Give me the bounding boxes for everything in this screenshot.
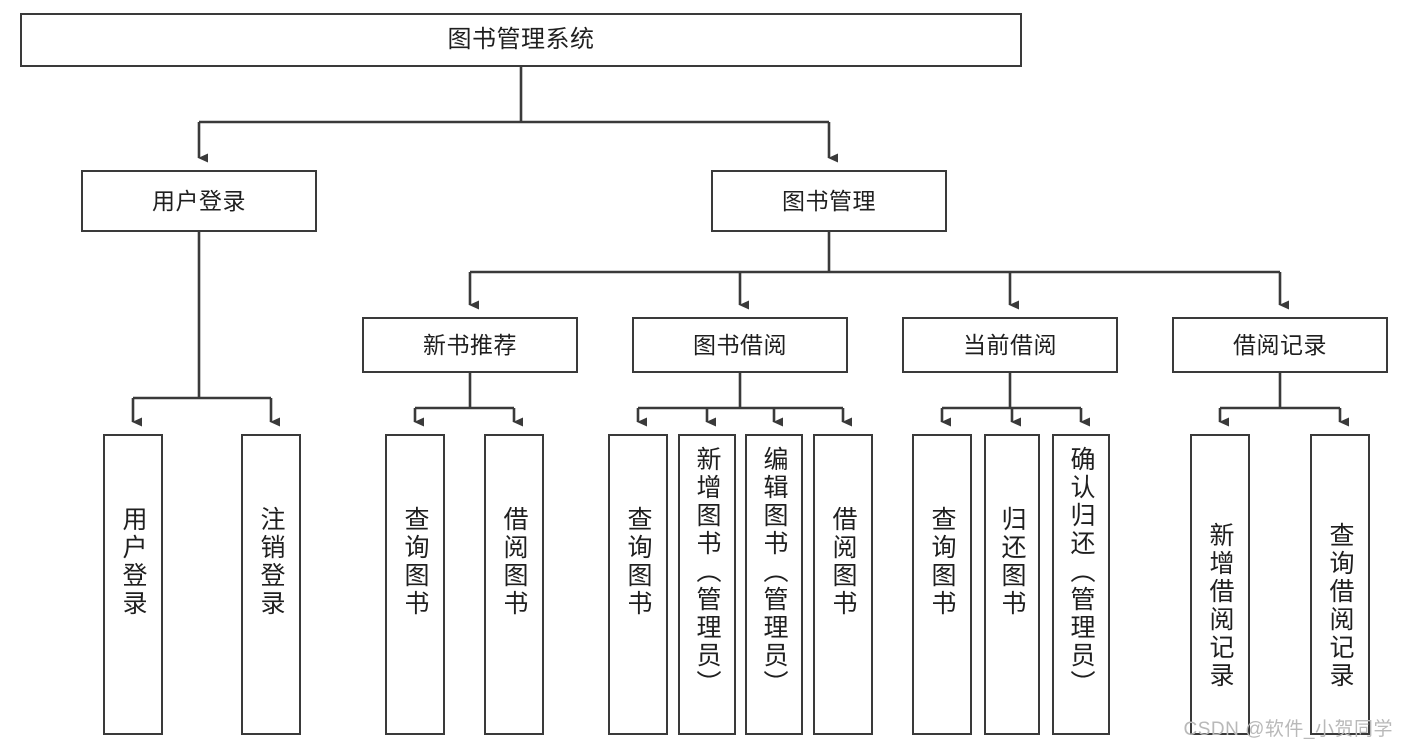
node-book-manage-label: 图书管理 (782, 187, 876, 214)
node-user-login[interactable]: 用户登录 (81, 170, 317, 232)
node-leaf-borrow-book-label: 借阅图书 (829, 506, 857, 618)
node-leaf-borrow-book-rec-label: 借阅图书 (500, 506, 528, 618)
node-leaf-query-record[interactable]: 查询借阅记录 (1310, 434, 1370, 735)
node-leaf-return-book-label: 归还图书 (998, 506, 1026, 618)
node-leaf-query-book-rec-label: 查询图书 (401, 506, 429, 618)
node-borrow-record[interactable]: 借阅记录 (1172, 317, 1388, 373)
node-leaf-query-book-rec[interactable]: 查询图书 (385, 434, 445, 735)
node-leaf-borrow-book[interactable]: 借阅图书 (813, 434, 873, 735)
node-user-login-label: 用户登录 (152, 187, 246, 214)
node-book-borrow[interactable]: 图书借阅 (632, 317, 848, 373)
node-leaf-query-book-cur[interactable]: 查询图书 (912, 434, 972, 735)
node-leaf-user-login-label: 用户登录 (119, 506, 147, 618)
node-leaf-query-book-cur-label: 查询图书 (928, 506, 956, 618)
node-leaf-user-logout-label: 注销登录 (257, 506, 285, 618)
node-leaf-user-logout[interactable]: 注销登录 (241, 434, 301, 735)
node-leaf-add-book[interactable]: 新增图书（管理员） (678, 434, 736, 735)
node-book-manage[interactable]: 图书管理 (711, 170, 947, 232)
node-leaf-borrow-book-rec[interactable]: 借阅图书 (484, 434, 544, 735)
node-leaf-query-book-borrow-label: 查询图书 (624, 506, 652, 618)
node-root-label: 图书管理系统 (447, 26, 595, 54)
node-leaf-add-record[interactable]: 新增借阅记录 (1190, 434, 1250, 735)
node-leaf-user-login[interactable]: 用户登录 (103, 434, 163, 735)
node-borrow-record-label: 借阅记录 (1233, 331, 1327, 358)
node-current-borrow-label: 当前借阅 (963, 331, 1057, 358)
node-leaf-return-book[interactable]: 归还图书 (984, 434, 1040, 735)
node-book-borrow-label: 图书借阅 (693, 331, 787, 358)
node-leaf-query-record-label: 查询借阅记录 (1326, 522, 1354, 690)
node-leaf-add-record-label: 新增借阅记录 (1206, 522, 1234, 690)
node-new-book-rec[interactable]: 新书推荐 (362, 317, 578, 373)
node-root[interactable]: 图书管理系统 (20, 13, 1022, 67)
node-current-borrow[interactable]: 当前借阅 (902, 317, 1118, 373)
node-new-book-rec-label: 新书推荐 (423, 331, 517, 358)
node-leaf-query-book-borrow[interactable]: 查询图书 (608, 434, 668, 735)
node-leaf-edit-book-label: 编辑图书（管理员） (760, 446, 788, 698)
node-leaf-add-book-label: 新增图书（管理员） (693, 446, 721, 698)
node-leaf-edit-book[interactable]: 编辑图书（管理员） (745, 434, 803, 735)
node-leaf-confirm-return-label: 确认归还（管理员） (1067, 446, 1095, 698)
watermark: CSDN @软件_小贺同学 (1183, 719, 1393, 740)
node-leaf-confirm-return[interactable]: 确认归还（管理员） (1052, 434, 1110, 735)
